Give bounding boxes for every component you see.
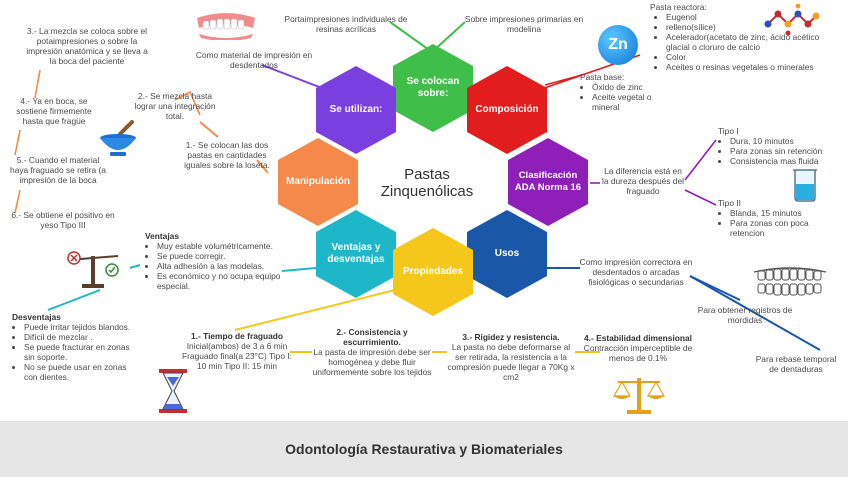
manipulacion-step3: 3.- La mezcla se coloca sobre el potaimp… [26,26,148,66]
propiedad-3: 3.- Rigidez y resistencia. La pasta no d… [446,332,576,382]
reactora-item: Eugenol [666,12,830,22]
center-title-line1: Pastas [404,166,450,183]
propiedad-2: 2.- Consistencia y escurrimiento. La pas… [310,327,434,377]
desventajas-block: Desventajas Puede irritar tejidos blando… [12,312,140,382]
manipulacion-step4: 4.- Ya en boca, se sostiene firmemente h… [16,96,92,126]
footer-title: Odontología Restaurativa y Biomateriales [285,441,563,457]
tipo-2-item: Para zonas con poca retencion [730,218,832,238]
propiedad-1: 1.- Tiempo de fraguado Inicial(ambos) de… [178,331,296,371]
propiedad-4: 4.- Estabilidad dimensional Contracción … [583,333,693,363]
tipo-1-item: Dura, 10 minutos [730,136,832,146]
pros-cons-scale-icon [67,251,119,288]
base-item: Óxido de zinc [592,82,662,92]
hex-usos-label: Usos [494,248,520,259]
reactora-item: relleno(sílice) [666,22,830,32]
reactora-item: Acelerador(acetato de zinc, ácido acétic… [666,32,830,52]
clasificacion-difference: La diferencia está en la dureza después … [602,166,684,196]
desventajas-item: No se puede usar en zonas con dientes. [24,362,140,382]
se-utilizan-text: Como material de impresión en desdentado… [195,50,313,70]
tipo-1: Tipo I Dura, 10 minutos Para zonas sin r… [718,126,832,166]
hex-se-colocan: Se colocan sobre: [393,44,473,132]
tipo-2-title: Tipo II [718,198,741,208]
ventajas-block: Ventajas Muy estable volumétricamente. S… [145,231,295,291]
usos-sub1: Para obtener registros de mordidas [697,305,793,325]
manipulacion-step5: 5.- Cuando el material haya fraguado se … [10,155,106,185]
beaker-icon [793,169,817,202]
pasta-reactora: Pasta reactora: Eugenol relleno(sílice) … [650,2,830,72]
desventajas-item: Difícil de mezclar . [24,332,140,342]
reactora-item: Aceites o resinas vegetales o minerales [666,62,830,72]
tipo-2-item: Blanda, 15 minutos [730,208,832,218]
balance-icon [612,378,666,414]
usos-main: Como impresión correctora en desdentados… [579,257,693,287]
tipo-1-item: Consistencia mas fluida [730,156,832,166]
desventajas-item: Se puede fracturar en zonas sin soporte. [24,342,140,362]
ventajas-item: Es económico y no ocupa equipo especial. [157,271,295,291]
hex-manipulacion-label: Manipulación [286,176,350,187]
propiedad-2-body: La pasta de impresión debe ser homogénea… [312,347,432,377]
usos-sub2: Para rebase temporal de dentaduras [755,354,837,374]
hex-manipulacion: Manipulación [278,138,358,226]
hex-clasificacion-label: Clasificación ADA Norma 16 [514,170,582,193]
propiedad-4-body: Contracción imperceptible de menos de 0.… [583,343,693,363]
denture-icon [197,13,255,40]
hex-propiedades-label: Propiedades [402,266,464,277]
mortar-icon [100,120,136,156]
tipo-1-item: Para zonas sin retención [730,146,832,156]
hex-ventajas-label: Ventajas y desventajas [327,242,385,265]
manipulacion-step1: 1.- Se colocan las dos pastas en cantida… [184,140,270,170]
hex-composicion-label: Composición [475,104,539,115]
propiedad-2-title: 2.- Consistencia y escurrimiento. [336,327,408,347]
propiedad-1-body: Inicial(ambos) de 3 a 6 min Fraguado fin… [182,341,292,371]
desventajas-item: Puede irritar tejidos blandos. [24,322,140,332]
tipo-2: Tipo II Blanda, 15 minutos Para zonas co… [718,198,832,238]
reactora-item: Color [666,52,830,62]
ventajas-item: Se puede corregir. [157,251,295,261]
se-colocan-left: Portaimpresiones individuales de resinas… [284,14,408,34]
footer-bar: Odontología Restaurativa y Biomateriales [0,421,848,477]
ventajas-item: Muy estable volumétricamente. [157,241,295,251]
hex-se-utilizan: Se utilizan: [316,66,396,154]
propiedad-3-title: 3.- Rigidez y resistencia. [462,332,560,342]
desventajas-title: Desventajas [12,312,61,322]
hourglass-icon [159,369,187,413]
manipulacion-step6: 6.- Se obtiene el positivo en yeso Tipo … [11,210,115,230]
propiedad-1-title: 1.- Tiempo de fraguado [191,331,283,341]
pasta-reactora-title: Pasta reactora: [650,2,707,12]
dental-arch-icon [753,267,827,296]
tipo-1-title: Tipo I [718,126,739,136]
propiedad-4-title: 4.- Estabilidad dimensional [584,333,692,343]
base-item: Aceite vegetal o mineral [592,92,662,112]
se-colocan-right: Sobre impresiones primarias en modelina [464,14,584,34]
zinc-icon: Zn [598,25,638,65]
hex-se-colocan-label: Se colocan sobre: [406,76,460,99]
hex-se-utilizan-label: Se utilizan: [329,104,383,115]
manipulacion-step2: 2.- Se mezcla hasta lograr una integraci… [134,91,216,121]
pasta-base: Pasta base: Óxido de zinc Aceite vegetal… [580,72,662,112]
molecule-icon [764,4,820,36]
pasta-base-title: Pasta base: [580,72,625,82]
ventajas-item: Alta adhesión a las modelas. [157,261,295,271]
ventajas-title: Ventajas [145,231,179,241]
zinc-icon-label: Zn [608,36,628,53]
propiedad-3-body: La pasta no debe deformarse al ser retir… [447,342,575,382]
center-title-line2: Zinquenólicas [380,183,474,200]
center-title: Pastas Zinquenólicas [372,166,482,200]
